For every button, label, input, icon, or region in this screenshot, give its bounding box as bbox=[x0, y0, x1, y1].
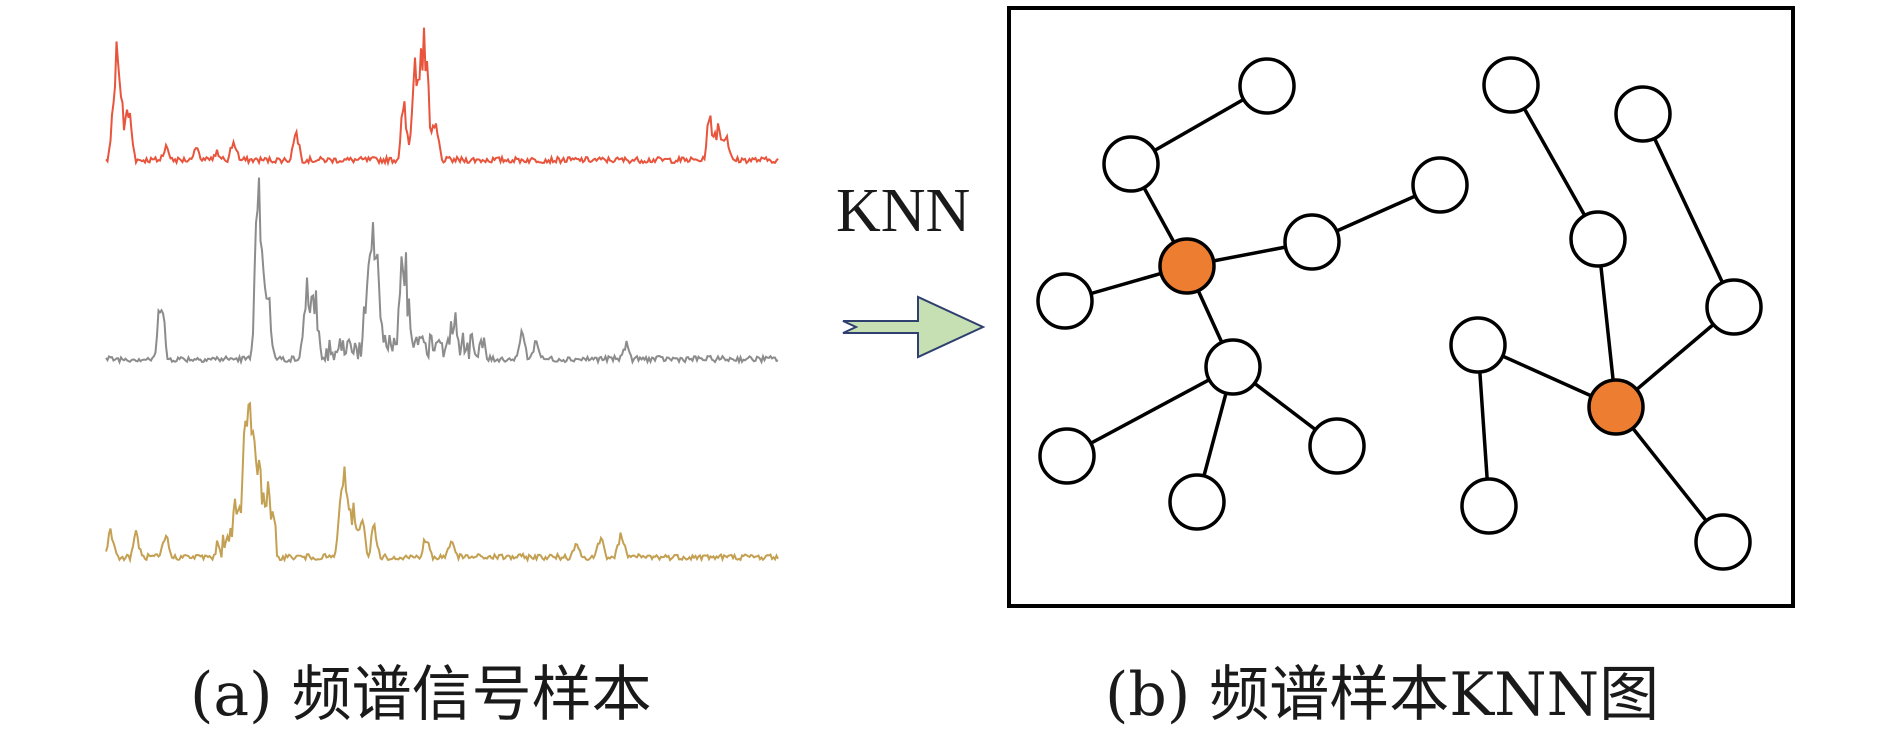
graph-node bbox=[1038, 427, 1096, 485]
center-node bbox=[1587, 378, 1645, 436]
graph-node bbox=[1036, 272, 1094, 330]
graph-edges bbox=[1064, 84, 1736, 544]
graph-node bbox=[1449, 316, 1507, 374]
spectrum-samples bbox=[105, 27, 779, 564]
graph-node bbox=[1168, 473, 1226, 531]
graph-edge bbox=[1509, 84, 1600, 240]
graph-node bbox=[1308, 417, 1366, 475]
graph-node bbox=[1283, 213, 1341, 271]
knn-graph-box bbox=[1007, 6, 1795, 608]
caption-b: (b) 频谱样本KNN图 bbox=[1105, 660, 1660, 730]
graph-node bbox=[1460, 477, 1518, 535]
graph-node bbox=[1204, 338, 1262, 396]
center-node bbox=[1158, 237, 1216, 295]
spectrum-line bbox=[105, 177, 779, 366]
graph-node bbox=[1238, 57, 1296, 115]
graph-node bbox=[1569, 210, 1627, 268]
knn-label: KNN bbox=[836, 177, 971, 245]
graph-node bbox=[1705, 278, 1763, 336]
graph-node bbox=[1694, 513, 1752, 571]
graph-node bbox=[1411, 156, 1469, 214]
caption-a: (a) 频谱信号样本 bbox=[190, 660, 652, 730]
graph-node bbox=[1102, 135, 1160, 193]
spectrum-line bbox=[105, 27, 779, 167]
graph-node bbox=[1482, 56, 1540, 114]
knn-arrow bbox=[842, 295, 986, 359]
spectrum-line bbox=[105, 401, 779, 564]
graph-node bbox=[1614, 85, 1672, 143]
graph-edge bbox=[1066, 365, 1234, 458]
graph-edge bbox=[1641, 113, 1736, 308]
graph-nodes bbox=[1036, 56, 1763, 571]
